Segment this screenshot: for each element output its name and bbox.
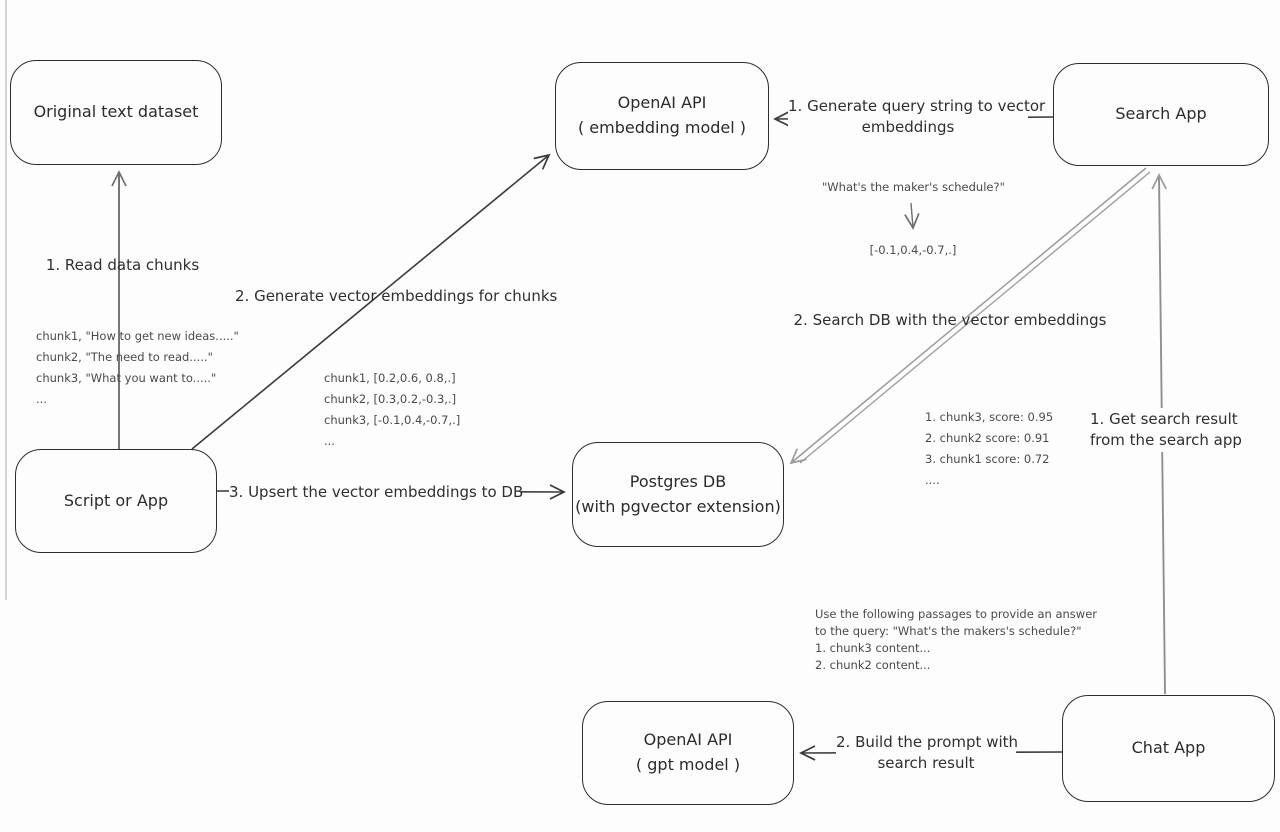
- arrow-search-db: [789, 167, 1147, 465]
- flow-label-line: 1. Generate query string to vector: [788, 97, 1046, 115]
- node-sublabel: ( gpt model ): [635, 755, 741, 774]
- annotation-line: chunk2, "The need to read.....": [36, 350, 213, 364]
- annotation-line: chunk3, "What you want to.....": [36, 371, 217, 385]
- annotation-chunk-vectors: chunk1, [0.2,0.6, 0.8,.] chunk2, [0.3,0.…: [324, 368, 494, 452]
- annotation-query-vector: [-0.1,0.4,-0.7,.]: [869, 243, 957, 257]
- flow-label-line: 1. Get search result: [1090, 410, 1238, 428]
- annotation-line: 2. chunk2 content...: [815, 658, 931, 672]
- annotation-line: ...: [36, 392, 47, 406]
- flow-label-generate-query-string: 1. Generate query string to vector embed…: [788, 95, 1046, 139]
- node-label: Postgres DB: [629, 471, 727, 491]
- flow-label-upsert-to-db: 3. Upsert the vector embeddings to DB: [229, 481, 523, 504]
- annotation-line: chunk3, [-0.1,0.4,-0.7,.]: [324, 413, 461, 427]
- annotation-query-text: "What's the maker's schedule?": [822, 180, 1005, 194]
- node-openai-gpt-api: OpenAI API ( gpt model ): [582, 701, 794, 805]
- annotation-line: chunk1, [0.2,0.6, 0.8,.]: [324, 371, 456, 385]
- node-postgres-db: Postgres DB (with pgvector extension): [572, 442, 784, 547]
- node-label: Search App: [1115, 104, 1207, 124]
- annotation-search-scores: 1. chunk3, score: 0.95 2. chunk2 score: …: [925, 407, 1095, 491]
- annotation-line: 1. chunk3, score: 0.95: [925, 410, 1054, 424]
- node-original-text-dataset: Original text dataset: [10, 60, 222, 165]
- annotation-line: chunk1, "How to get new ideas.....": [36, 329, 239, 343]
- annotation-line: ...: [324, 434, 335, 448]
- annotation-chunk-texts: chunk1, "How to get new ideas....." chun…: [36, 326, 256, 410]
- node-search-app: Search App: [1053, 63, 1269, 166]
- annotation-prompt-text: Use the following passages to provide an…: [815, 606, 1097, 674]
- node-sublabel: (with pgvector extension): [575, 496, 781, 516]
- node-chat-app: Chat App: [1062, 695, 1275, 802]
- node-script-or-app: Script or App: [15, 449, 217, 553]
- annotation-line: chunk2, [0.3,0.2,-0.3,.]: [324, 392, 457, 406]
- flow-label-build-prompt: 2. Build the prompt with search result: [836, 731, 1019, 775]
- node-openai-embedding-api: OpenAI API ( embedding model ): [555, 62, 769, 170]
- annotation-line: 1. chunk3 content...: [815, 641, 931, 655]
- annotation-line: ....: [925, 473, 940, 487]
- node-label: OpenAI API: [643, 730, 733, 750]
- node-label: OpenAI API: [617, 93, 707, 113]
- node-label: Original text dataset: [33, 102, 199, 122]
- node-sublabel: ( embedding model ): [577, 118, 747, 137]
- flow-label-get-search-result: 1. Get search result from the search app: [1090, 408, 1250, 452]
- flow-label-read-data-chunks: 1. Read data chunks: [45, 256, 200, 274]
- flow-label-line: search result: [877, 754, 975, 772]
- flow-label-line: from the search app: [1090, 431, 1242, 449]
- annotation-line: to the query: "What's the makers's sched…: [815, 624, 1082, 638]
- annotation-line: Use the following passages to provide an…: [815, 607, 1097, 621]
- flow-label-line: 2. Build the prompt with: [836, 733, 1019, 751]
- annotation-line: 2. chunk2 score: 0.91: [925, 431, 1050, 445]
- flow-label-generate-embeddings: 2. Generate vector embeddings for chunks: [235, 287, 558, 305]
- node-label: Chat App: [1131, 738, 1206, 758]
- arrow-query-to-vector: [904, 202, 920, 230]
- flow-label-line: embeddings: [861, 118, 955, 136]
- annotation-line: 3. chunk1 score: 0.72: [925, 452, 1050, 466]
- arrow-generate-embeddings: [191, 153, 551, 450]
- node-label: Script or App: [63, 490, 169, 510]
- flow-label-search-db: 2. Search DB with the vector embeddings: [793, 311, 1107, 329]
- arrow-search-db-second-stroke: [799, 171, 1151, 464]
